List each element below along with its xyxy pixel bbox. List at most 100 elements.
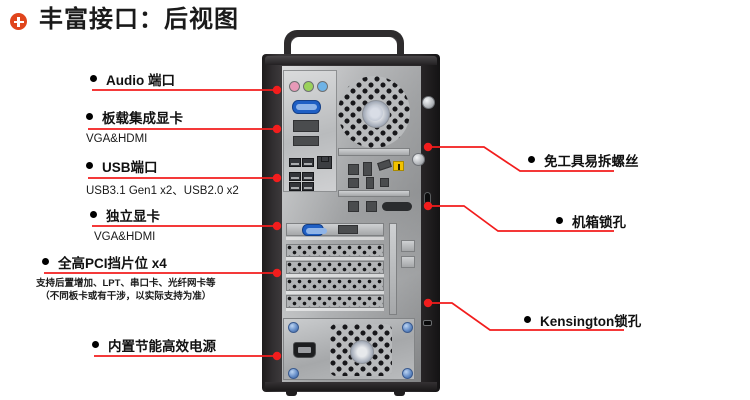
- card-retention-rail: [389, 223, 397, 315]
- leader-line-kensington: [428, 302, 624, 331]
- leader-dot-kensington: [423, 298, 433, 308]
- ethernet-port: [317, 156, 332, 169]
- pci-bracket-3: [286, 278, 384, 291]
- power-inlet-connector: [293, 342, 316, 358]
- mid-plate-band: [338, 148, 410, 156]
- chassis-bottom-edge: [265, 382, 437, 391]
- callout-power-supply: 内置节能高效电源: [92, 335, 216, 355]
- psu-screw-right: [402, 322, 413, 333]
- leader-dot-toolless: [423, 142, 433, 152]
- usb-port-5: [289, 182, 301, 191]
- discrete-hdmi-port: [338, 225, 358, 234]
- callout-discrete-graphics: 独立显卡: [90, 205, 160, 225]
- mid-cutout-1: [348, 164, 359, 175]
- rear-io-bay-1: [401, 240, 415, 252]
- carry-handle-cutout: [291, 37, 397, 59]
- mid-cutout-4: [348, 178, 359, 188]
- kensington-lock-slot: [423, 320, 432, 326]
- psu-screw-bottom-left: [288, 368, 299, 379]
- callout-usb-ports-sub: USB3.1 Gen1 x2、USB2.0 x2: [86, 182, 239, 198]
- callout-toolless-screw-label: 免工具易拆螺丝: [544, 154, 639, 169]
- callout-audio-ports-label: Audio 端口: [106, 73, 175, 88]
- bullet-icon: [90, 74, 97, 82]
- rear-io-bay-2: [401, 256, 415, 268]
- onboard-hdmi-port: [293, 120, 319, 132]
- bracket-highlight-2: [286, 257, 384, 260]
- pci-bracket-2: [286, 261, 384, 274]
- audio-jack-green: [303, 81, 314, 92]
- bullet-icon: [90, 210, 97, 218]
- onboard-vga-port: [292, 100, 321, 114]
- page-title: 丰富接口：后视图: [10, 8, 239, 32]
- callout-kensington-lock-label: Kensington锁孔: [540, 314, 642, 329]
- callout-usb-ports-label: USB端口: [102, 160, 158, 175]
- mid-cutout-5: [366, 177, 374, 189]
- callout-kensington-lock: Kensington锁孔: [524, 310, 641, 330]
- leader-dot-chassis-lock: [423, 201, 433, 211]
- leader-dot-audio: [272, 85, 282, 95]
- pci-note-line-2: （不同板卡或有干涉，以实际支持为准）: [40, 290, 212, 302]
- pci-bracket-1: [286, 244, 384, 257]
- plus-circle-icon: [10, 13, 27, 30]
- callout-chassis-lock: 机箱锁孔: [556, 211, 626, 231]
- toolless-thumbscrew-top: [422, 96, 435, 109]
- bullet-icon: [92, 340, 99, 348]
- mid-cutout-6: [380, 178, 389, 187]
- onboard-graphics-sub-text: VGA&HDMI: [86, 133, 148, 145]
- pci-note-line-1: 支持后置增加、LPT、串口卡、光纤网卡等: [36, 278, 216, 289]
- leader-dot-onboard: [272, 124, 282, 134]
- bracket-highlight-3: [286, 274, 384, 277]
- chassis-foot-right: [394, 390, 405, 396]
- toolless-thumbscrew-mid: [412, 153, 425, 166]
- chassis-foot-left: [286, 390, 297, 396]
- psu-fan-hub: [350, 340, 374, 364]
- callout-discrete-graphics-sub: VGA&HDMI: [94, 231, 155, 243]
- callout-pci-brackets-label: 全高PCI挡片位 x4: [58, 256, 167, 271]
- leader-dot-discrete: [272, 221, 282, 231]
- page-title-text: 丰富接口：后视图: [39, 6, 239, 33]
- mid-serial-cutout: [382, 202, 412, 211]
- mid-cutout-2: [363, 162, 372, 176]
- usb-ports-sub-text: USB3.1 Gen1 x2、USB2.0 x2: [86, 185, 239, 197]
- audio-jack-pink: [289, 81, 300, 92]
- callout-audio-ports: Audio 端口: [90, 69, 175, 89]
- callout-onboard-graphics: 板载集成显卡: [86, 107, 183, 127]
- callout-toolless-screw: 免工具易拆螺丝: [528, 150, 639, 170]
- chassis-top-edge: [265, 56, 437, 65]
- callout-usb-ports: USB端口: [86, 156, 158, 176]
- psu-screw-bottom-right: [402, 368, 413, 379]
- top-fan-hub-label: [367, 105, 383, 121]
- callout-pci-brackets-note: 支持后置增加、LPT、串口卡、光纤网卡等 （不同板卡或有干涉，以实际支持为准）: [36, 278, 215, 304]
- callout-chassis-lock-label: 机箱锁孔: [572, 215, 626, 230]
- callout-pci-brackets: 全高PCI挡片位 x4: [42, 252, 167, 272]
- mid-plate-band-2: [338, 190, 410, 197]
- leader-dot-usb: [272, 173, 282, 183]
- bullet-icon: [556, 216, 563, 224]
- usb-port-2: [302, 158, 314, 167]
- usb-port-1: [289, 158, 301, 167]
- bullet-icon: [524, 315, 531, 323]
- mid-cutout-8: [366, 201, 377, 212]
- usb-port-3: [289, 172, 301, 181]
- usb-port-6: [302, 182, 314, 191]
- leader-dot-pci: [272, 268, 282, 278]
- mid-cutout-7: [348, 201, 359, 212]
- desktop-tower-rear-image: [262, 30, 440, 396]
- leader-dot-psu: [272, 351, 282, 361]
- bracket-highlight-5: [286, 308, 384, 311]
- discrete-vga-port: [302, 224, 327, 236]
- callout-onboard-graphics-label: 板载集成显卡: [102, 111, 183, 126]
- bullet-icon: [86, 112, 93, 120]
- callout-onboard-graphics-sub: VGA&HDMI: [86, 133, 147, 145]
- bullet-icon: [86, 161, 93, 169]
- audio-jack-blue: [317, 81, 328, 92]
- warning-label-icon: [393, 161, 404, 171]
- callout-power-supply-label: 内置节能高效电源: [108, 339, 216, 354]
- bullet-icon: [42, 257, 49, 265]
- onboard-serial-port: [293, 136, 319, 146]
- bracket-highlight-1: [286, 237, 384, 240]
- callout-discrete-graphics-label: 独立显卡: [106, 209, 160, 224]
- leader-line-toolless: [428, 146, 614, 172]
